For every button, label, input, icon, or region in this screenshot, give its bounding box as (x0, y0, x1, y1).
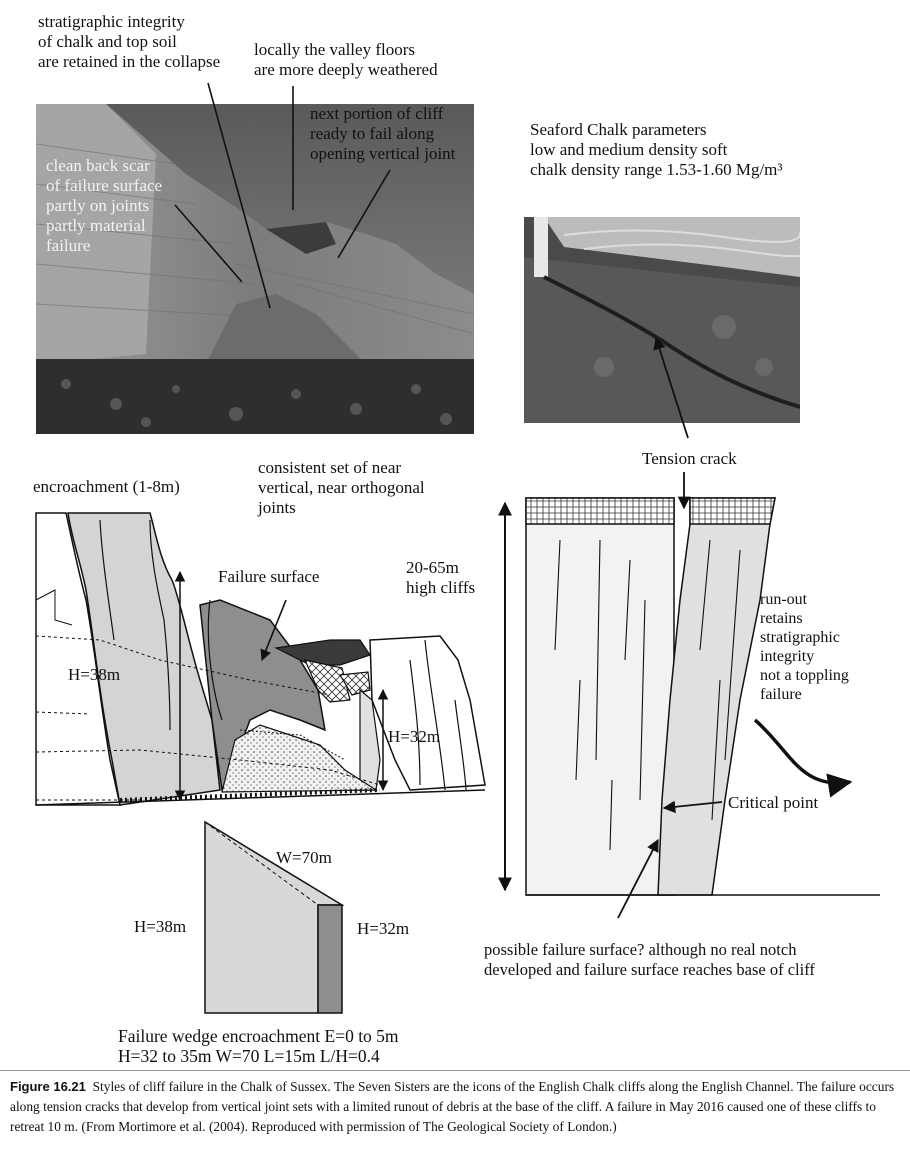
label-back-scar: clean back scar of failure surface partl… (46, 156, 162, 256)
label-h32: H=32m (388, 727, 441, 746)
stratigraphic-pointer (207, 82, 271, 309)
runout-arrow (753, 718, 853, 798)
label-possible-failure: possible failure surface? although no re… (484, 940, 815, 980)
label-runout: run-out retains stratigraphic integrity … (760, 590, 849, 704)
label-wedge-caption: Failure wedge encroachment E=0 to 5m H=3… (118, 1026, 399, 1066)
caption-text: Styles of cliff failure in the Chalk of … (10, 1079, 895, 1134)
label-line: run-out (760, 591, 808, 608)
label-line: retains (760, 610, 803, 627)
cliff-photo (36, 104, 474, 434)
label-w70: W=70m (276, 848, 332, 867)
label-line: of failure surface (46, 176, 163, 195)
label-next-portion: next portion of cliff ready to fail alon… (310, 104, 455, 164)
label-stratigraphic: stratigraphic integrity of chalk and top… (38, 12, 220, 72)
label-valley: locally the valley floors are more deepl… (254, 40, 438, 80)
tension-crack-diagram (498, 472, 880, 919)
figure-label: Figure 16.21 (10, 1079, 86, 1094)
label-line: next portion of cliff (310, 104, 444, 123)
label-line: chalk density range 1.53-1.60 Mg/m³ (530, 160, 783, 179)
label-line: not a toppling (760, 667, 849, 684)
label-wedge-h38: H=38m (134, 917, 187, 936)
label-wedge-h32: H=32m (357, 919, 410, 938)
label-line: opening vertical joint (310, 144, 456, 163)
caption-divider (0, 1070, 910, 1071)
label-line: failure (760, 686, 802, 703)
cliff-block-diagram (35, 512, 486, 806)
label-line: partly on joints (46, 196, 149, 215)
label-line: partly material (46, 216, 146, 235)
label-line: clean back scar (46, 156, 150, 175)
label-line: are retained in the collapse (38, 52, 221, 71)
label-h38: H=38m (68, 665, 121, 684)
possible-failure-arrow (617, 838, 659, 919)
diagram-line-art (35, 82, 880, 1014)
critical-point-arrow (662, 800, 723, 814)
tension-crack-photo-arrow (653, 336, 689, 439)
label-line: are more deeply weathered (254, 60, 438, 79)
label-critical-point: Critical point (728, 793, 819, 812)
label-seaford: Seaford Chalk parameters low and medium … (530, 120, 783, 180)
label-tension-crack: Tension crack (642, 449, 737, 468)
label-line: integrity (760, 648, 815, 665)
label-high-cliffs: 20-65m high cliffs (406, 558, 475, 598)
label-line: possible failure surface? although no re… (484, 940, 797, 959)
label-line: H=32 to 35m W=70 L=15m L/H=0.4 (118, 1046, 380, 1066)
next-portion-pointer (337, 169, 391, 259)
failure-surface-arrow (260, 599, 287, 662)
label-line: of chalk and top soil (38, 32, 177, 51)
label-line: 20-65m (406, 558, 459, 577)
label-line: Failure wedge encroachment E=0 to 5m (118, 1026, 399, 1046)
figure-caption: Figure 16.21 Styles of cliff failure in … (10, 1077, 902, 1137)
label-line: ready to fail along (310, 124, 435, 143)
label-line: developed and failure surface reaches ba… (484, 960, 815, 979)
label-line: high cliffs (406, 578, 476, 597)
label-failure-surface: Failure surface (218, 567, 320, 586)
label-line: failure (46, 236, 91, 255)
back-scar-pointer (174, 204, 243, 283)
label-line: low and medium density soft (530, 140, 728, 159)
label-line: stratigraphic integrity (38, 12, 185, 31)
label-line: joints (258, 498, 296, 517)
label-line: consistent set of near (258, 458, 402, 477)
label-line: stratigraphic (760, 629, 840, 646)
failure-wedge-diagram (204, 820, 345, 1014)
label-line: vertical, near orthogonal (258, 478, 425, 497)
label-encroachment: encroachment (1-8m) (33, 477, 180, 496)
label-line: Seaford Chalk parameters (530, 120, 707, 139)
label-line: locally the valley floors (254, 40, 415, 59)
label-joints: consistent set of near vertical, near or… (258, 458, 425, 518)
